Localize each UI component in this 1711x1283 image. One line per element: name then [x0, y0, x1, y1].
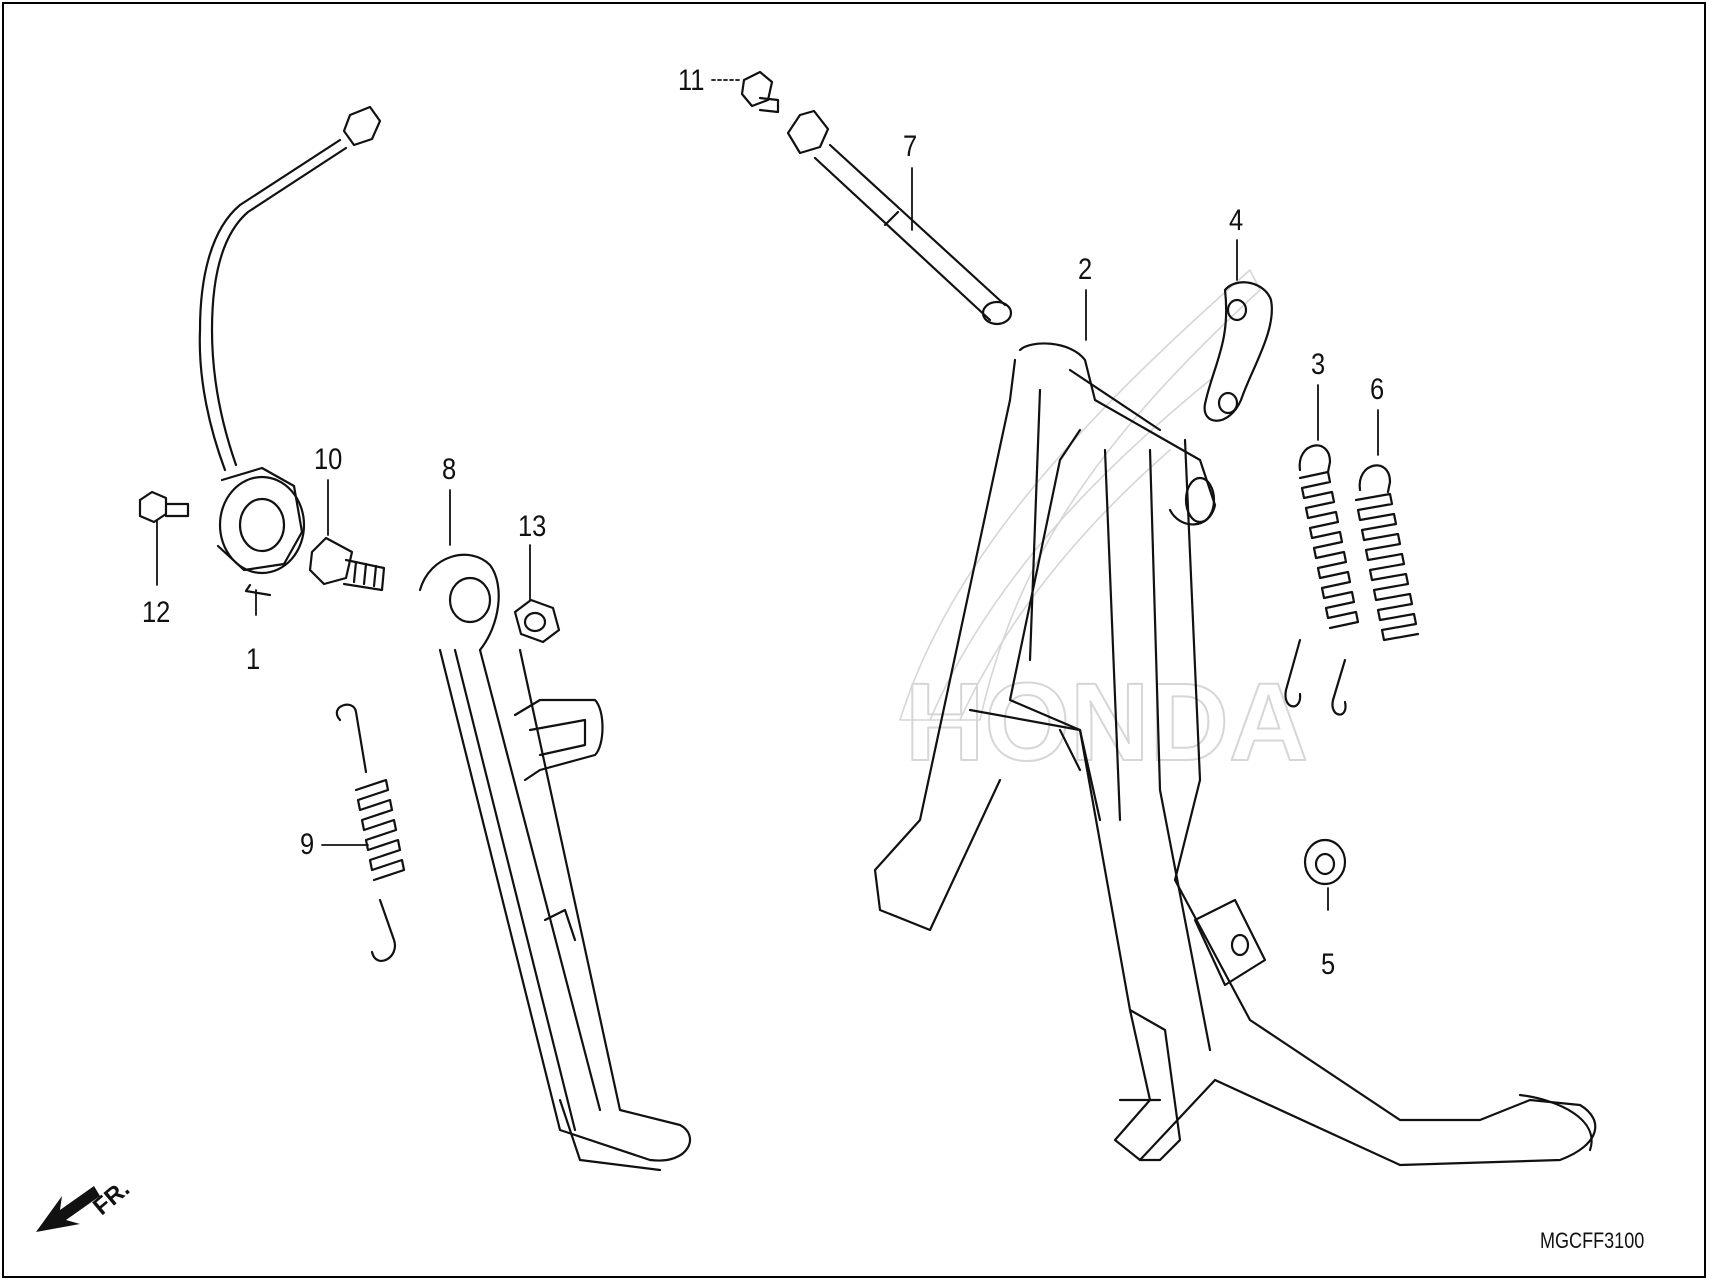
callout-5: 5	[1321, 948, 1336, 981]
part-11-bolt	[740, 70, 780, 114]
part-10-pivot-bolt	[308, 536, 386, 592]
part-4-collar	[1203, 281, 1273, 422]
diagram-code: MGCFF3100	[1540, 1228, 1645, 1253]
part-5-washer	[1303, 838, 1347, 886]
leader-lines	[156, 79, 1379, 911]
part-2-main-stand	[873, 342, 1597, 1167]
callout-9: 9	[300, 828, 315, 861]
front-arrow-icon	[36, 1186, 100, 1232]
callout-12: 12	[142, 596, 171, 629]
part-1-side-stand-switch	[198, 105, 382, 597]
callout-11: 11	[678, 64, 705, 97]
callout-7: 7	[903, 130, 918, 163]
watermark-text: HONDA	[905, 661, 1308, 784]
callout-8: 8	[442, 453, 457, 486]
part-6-spring	[1331, 464, 1420, 716]
callout-4: 4	[1229, 204, 1244, 237]
callout-6: 6	[1370, 373, 1385, 406]
honda-watermark: HONDA	[899, 269, 1309, 785]
callout-2: 2	[1078, 253, 1093, 286]
callout-10: 10	[314, 443, 343, 476]
part-12-bolt	[138, 490, 190, 524]
part-8-side-stand	[418, 553, 691, 1172]
part-13-nut	[513, 598, 561, 644]
callout-13: 13	[518, 510, 547, 543]
part-7-shaft	[786, 109, 1013, 326]
callout-1: 1	[246, 643, 261, 676]
part-3-spring	[1284, 444, 1360, 708]
part-9-spring	[336, 703, 406, 962]
callout-3: 3	[1311, 348, 1326, 381]
